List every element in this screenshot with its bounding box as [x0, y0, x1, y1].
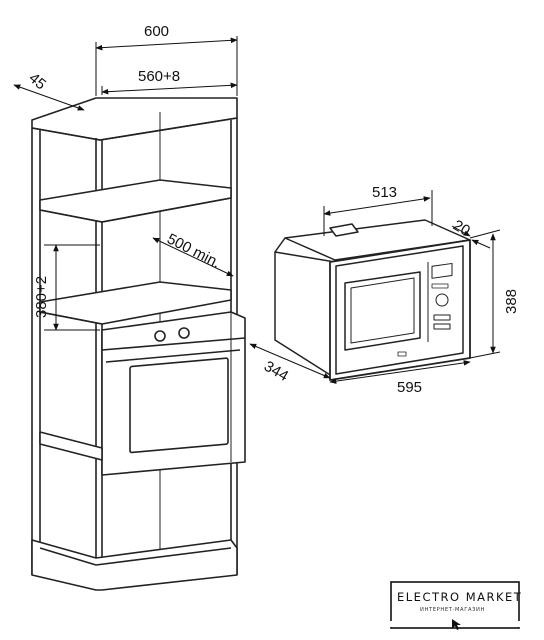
oven-knob-left: [154, 330, 166, 342]
cabinet-base: [31, 539, 238, 591]
dim-niche-width: 560+8: [138, 68, 180, 85]
dim-front-thickness: 20: [450, 217, 473, 240]
dim-cabinet-width: 600: [144, 23, 169, 40]
dim-niche-height: 380+2: [33, 276, 50, 318]
built-in-oven: [101, 311, 246, 476]
dim-niche-depth-min: 500 min.: [164, 230, 223, 271]
electro-market-watermark: ELECTRO MARKET ИНТЕРНЕТ-МАГАЗИН: [390, 581, 522, 630]
microwave-dimension-lines: [249, 190, 501, 384]
microwave-body-side: [274, 251, 336, 379]
microwave-display: [431, 262, 453, 279]
cursor-icon: [452, 619, 461, 630]
dim-appliance-depth: 513: [372, 184, 397, 201]
cabinet-drawing: [31, 97, 246, 591]
dim-cabinet-depth: 45: [25, 69, 49, 93]
microwave-window: [344, 271, 421, 351]
dim-appliance-width: 595: [397, 379, 422, 396]
microwave-drawing: [274, 219, 471, 381]
cabinet-dimension-lines: [13, 36, 238, 331]
oven-knob-right: [178, 327, 190, 339]
watermark-brand: ELECTRO MARKET: [397, 590, 522, 604]
dim-appliance-height: 388: [503, 289, 520, 314]
dim-body-depth: 344: [261, 358, 291, 385]
microwave-vent: [329, 223, 359, 237]
shelf-lower: [39, 431, 103, 461]
watermark-tagline: ИНТЕРНЕТ-МАГАЗИН: [420, 607, 485, 613]
microwave-dial: [435, 293, 449, 307]
